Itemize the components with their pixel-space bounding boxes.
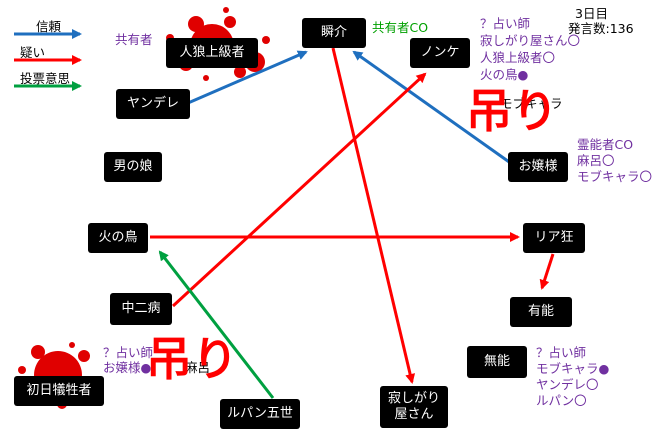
node-otokonoko: 男の娘 (104, 152, 162, 182)
note-shonichi-line-2: お嬢様● (103, 360, 152, 375)
note-ojou-line-3: モブキャラ〇 (577, 169, 653, 184)
node-munou: 無能 (467, 346, 527, 378)
arrow-chuni-to-nonke (171, 72, 427, 308)
node-nonke: ノンケ (410, 38, 470, 68)
node-ojousama: お嬢様 (508, 152, 568, 182)
legend-doubt-label: 疑い (20, 45, 46, 60)
note-maro: 麻呂 (185, 360, 211, 375)
note-ojou-line-1: 霊能者CO (577, 137, 634, 152)
arrow-yandere-to-shunsuke (187, 50, 308, 105)
hanging-mark-bottom: 吊り (146, 332, 238, 386)
note-nonke-line-2: 寂しがり屋さん〇 (480, 33, 581, 48)
node-chuunibyou: 中二病 (110, 293, 172, 325)
legend-trust-label: 信頼 (36, 19, 62, 34)
node-sabishi-line-2: 屋さん (394, 407, 434, 422)
note-shonichi-line-1: ？占い師 (103, 345, 154, 360)
note-kyoyu-left: 共有者 (115, 32, 153, 47)
note-mobkyara: モブキャラ (500, 96, 563, 111)
node-hinotori: 火の鳥 (88, 223, 148, 253)
note-muno-line-3: ヤンデレ〇 (536, 377, 599, 392)
node-shonichi-giseisha: 初日犠牲者 (14, 376, 104, 406)
node-sabishi-line-1: 寂しがり (387, 390, 440, 406)
node-sabishigariya-san: 寂しがり 屋さん (380, 386, 448, 428)
node-yuunou: 有能 (510, 297, 572, 327)
note-nonke-line-4: 火の鳥● (480, 67, 529, 82)
node-yandere: ヤンデレ (116, 89, 190, 119)
arrow-riakyo-to-yuno (539, 253, 555, 290)
hanging-mark-top: 吊り (466, 84, 558, 138)
node-shunsuke: 瞬介 (302, 18, 366, 48)
day-label: 3日目 (575, 6, 608, 21)
node-riakyo: リア狂 (523, 223, 585, 253)
note-muno-line-2: モブキャラ● (536, 361, 610, 376)
note-muno-line-4: ルパン〇 (536, 393, 587, 408)
legend-vote-label: 投票意思 (20, 71, 71, 86)
speech-count: 発言数:136 (568, 21, 634, 36)
node-jinrou-joukyuusha: 人狼上級者 (166, 38, 258, 68)
arrow-shunsuke-to-sabishi (331, 47, 416, 384)
note-ojou-line-2: 麻呂〇 (577, 153, 615, 168)
note-kyoyu-co: 共有者CO (372, 20, 429, 35)
note-muno-line-1: ？占い師 (536, 345, 587, 360)
note-nonke-line-1: ？占い師 (480, 16, 531, 31)
node-lupin-gosei: ルパン五世 (220, 399, 300, 429)
note-nonke-line-3: 人狼上級者〇 (480, 50, 556, 65)
arrow-lupin-to-hinotori (158, 250, 275, 399)
arrow-ojou-to-shunsuke (352, 50, 513, 166)
